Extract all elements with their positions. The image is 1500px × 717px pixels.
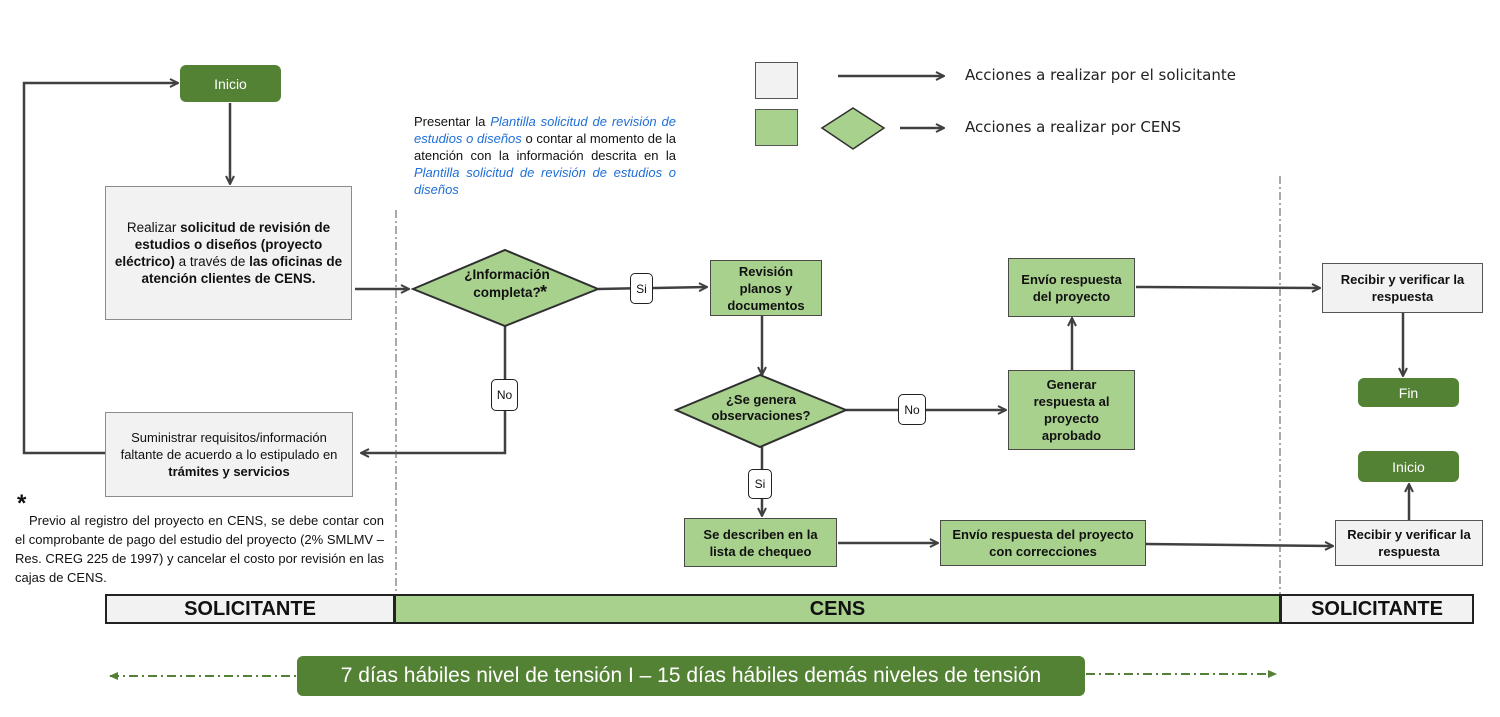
- plantilla-note: Presentar la Plantilla solicitud de revi…: [414, 114, 676, 197]
- label-no-1: No: [491, 379, 518, 411]
- decision-observaciones-label: ¿Se genera observaciones?: [711, 392, 811, 423]
- suministrar-requisitos-box: Suministrar requisitos/información falta…: [105, 412, 353, 497]
- legend-solicitante-swatch: [755, 62, 798, 99]
- end-node: Fin: [1358, 378, 1459, 407]
- envio-respuesta-box: Envío respuesta del proyecto: [1008, 258, 1135, 317]
- lane-solicitante-right: SOLICITANTE: [1280, 594, 1474, 624]
- footnote-text: Previo al registro del proyecto en CENS,…: [15, 513, 384, 585]
- decision-info-complete-label: ¿Información completa?: [464, 267, 550, 300]
- legend-cens-text: Acciones a realizar por CENS: [965, 118, 1182, 136]
- decision-observaciones-diamond: [673, 373, 849, 449]
- revision-planos-box: Revisión planos y documentos: [710, 260, 822, 316]
- decision-info-complete-diamond: [410, 248, 601, 328]
- legend-cens-swatch: [755, 109, 798, 146]
- asterisk-mark: *: [540, 282, 548, 302]
- label-si-2: Si: [748, 469, 772, 499]
- legend-solicitante-text: Acciones a realizar por el solicitante: [965, 66, 1236, 84]
- start-node-top: Inicio: [180, 65, 281, 102]
- recibir-verificar-box-1: Recibir y verificar la respuesta: [1322, 263, 1483, 313]
- start-node-bottom: Inicio: [1358, 451, 1459, 482]
- label-si-1: Si: [630, 273, 653, 304]
- solicitud-revision-box: Realizar solicitud de revisión de estudi…: [105, 186, 352, 320]
- generar-respuesta-box: Generar respuesta al proyecto aprobado: [1008, 370, 1135, 450]
- recibir-verificar-box-2: Recibir y verificar la respuesta: [1335, 520, 1483, 566]
- describen-lista-box: Se describen en la lista de chequeo: [684, 518, 837, 567]
- label-no-2: No: [898, 394, 926, 425]
- timeline-banner: 7 días hábiles nivel de tensión I – 15 d…: [297, 656, 1085, 696]
- lane-solicitante-left: SOLICITANTE: [105, 594, 395, 624]
- envio-correcciones-box: Envío respuesta del proyecto con correcc…: [940, 520, 1146, 566]
- legend-cens-diamond: [820, 107, 886, 150]
- lane-cens: CENS: [394, 594, 1281, 624]
- footnote-star: *: [17, 490, 27, 517]
